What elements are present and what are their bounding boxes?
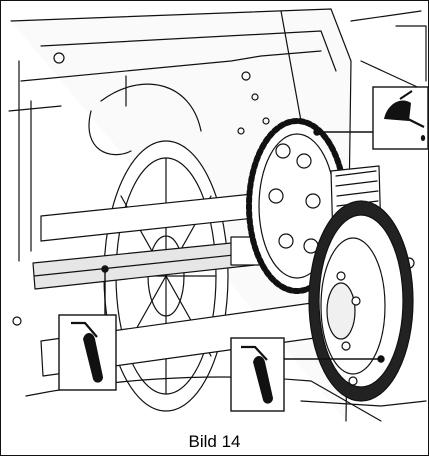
grease-gun-icon xyxy=(71,321,103,383)
oil-can-icon xyxy=(384,90,426,141)
oil-can-callout xyxy=(372,86,428,150)
grease-gun-callout-right xyxy=(230,337,285,412)
leader-lines xyxy=(101,128,385,363)
grease-gun-callout-left xyxy=(58,314,117,391)
technical-illustration xyxy=(8,8,428,422)
large-gear xyxy=(308,200,414,402)
grease-gun-icon xyxy=(241,345,273,404)
figure-caption: Bild 14 xyxy=(188,432,241,451)
